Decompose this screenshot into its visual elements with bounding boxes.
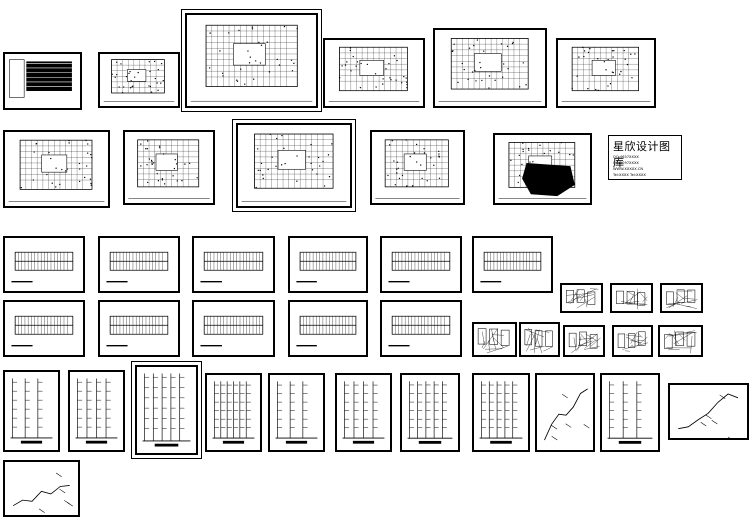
drawing-sheet-linework [106, 251, 169, 283]
drawing-sheet-linework [498, 141, 587, 199]
drawing-sheet[interactable] [560, 283, 603, 313]
drawing-sheet-linework [388, 315, 451, 347]
drawing-sheet-linework [212, 381, 255, 444]
drawing-sheet[interactable] [335, 373, 392, 452]
drawing-sheet[interactable] [288, 236, 368, 293]
drawing-sheet-linework [407, 381, 453, 444]
drawing-sheet[interactable] [98, 236, 180, 293]
drawing-sheet-linework [388, 251, 451, 283]
drawing-sheet-linework [328, 46, 420, 102]
drawing-sheet[interactable] [192, 300, 275, 357]
drawing-sheet[interactable] [380, 300, 462, 357]
drawing-sheet[interactable] [660, 283, 703, 313]
drawing-sheet[interactable] [472, 236, 553, 293]
drawing-sheet-linework [607, 381, 653, 444]
drawing-sheet[interactable] [535, 373, 595, 452]
drawing-sheet-linework [296, 315, 357, 347]
drawing-sheet[interactable] [205, 373, 262, 452]
drawing-sheet[interactable] [472, 373, 530, 452]
drawing-sheet-linework [616, 288, 648, 310]
drawing-sheet[interactable] [98, 300, 180, 357]
drawing-sheet[interactable] [3, 52, 82, 110]
drawing-sheet-linework [477, 328, 510, 354]
drawing-sheet-linework [544, 388, 590, 441]
drawing-sheet-linework [678, 393, 739, 438]
brand-contact-line-4: Tel:XXXX Tel:XXXX [613, 173, 646, 177]
drawing-sheet[interactable] [268, 373, 325, 452]
drawing-sheet[interactable] [131, 361, 202, 459]
brand-title-block: 星欣设计图库 QQ:4657XXXX QQ:9097XXXX WWW.XXXXX… [608, 135, 682, 180]
brand-title: 星欣设计图库 [613, 140, 671, 169]
drawing-sheet-linework [342, 381, 385, 444]
drawing-sheet-linework [142, 373, 191, 447]
drawing-sheet-linework [241, 133, 347, 202]
drawing-sheet-linework [568, 331, 601, 354]
drawing-sheet-linework [200, 251, 264, 283]
brand-contact-line-3: WWW.XXXXX.CN [613, 167, 644, 171]
drawing-sheet-linework [12, 472, 73, 513]
drawing-sheet[interactable] [493, 133, 592, 205]
drawing-sheet-linework [11, 251, 74, 283]
drawing-sheet-linework [8, 139, 105, 202]
drawing-sheet[interactable] [380, 236, 462, 293]
brand-contact-line-1: QQ:4657XXXX [613, 155, 639, 159]
drawing-sheet-linework [106, 315, 169, 347]
drawing-sheet-linework [561, 46, 651, 102]
drawing-sheet[interactable] [3, 236, 85, 293]
drawing-sheet-linework [11, 315, 74, 347]
drawing-sheet-linework [200, 315, 264, 347]
drawing-sheet[interactable] [668, 383, 749, 440]
drawing-sheet[interactable] [323, 38, 425, 108]
drawing-sheet[interactable] [3, 460, 80, 517]
drawing-sheet[interactable] [610, 283, 653, 313]
drawing-sheet-linework [190, 24, 313, 102]
drawing-sheet-linework [664, 330, 697, 354]
drawing-sheet-linework [566, 288, 599, 309]
drawing-sheet-linework [480, 251, 542, 283]
drawing-sheet[interactable] [600, 373, 660, 452]
drawing-sheet[interactable] [3, 300, 85, 357]
drawing-sheet[interactable] [3, 130, 110, 208]
drawing-sheet-linework [9, 59, 72, 98]
drawing-sheet[interactable] [658, 325, 703, 357]
drawing-sheet-linework [438, 38, 542, 102]
drawing-sheet-linework [479, 381, 523, 444]
drawing-sheet-linework [296, 251, 357, 283]
brand-contact-line-2: QQ:9097XXXX [613, 161, 639, 165]
drawing-sheet[interactable] [556, 38, 656, 108]
drawing-sheet[interactable] [68, 370, 125, 452]
drawing-sheet-linework [375, 139, 460, 199]
drawing-sheet-linework [524, 327, 553, 354]
drawing-sheet[interactable] [288, 300, 368, 357]
drawing-sheet[interactable] [433, 28, 547, 108]
drawing-sheet-linework [128, 139, 210, 199]
drawing-sheet[interactable] [472, 322, 517, 357]
drawing-sheet[interactable] [612, 325, 653, 357]
drawing-sheet-linework [10, 378, 53, 444]
drawing-sheet-linework [75, 378, 118, 444]
drawing-sheet[interactable] [370, 130, 465, 205]
drawing-sheet[interactable] [181, 9, 322, 112]
drawing-sheet[interactable] [98, 52, 180, 108]
drawing-sheet[interactable] [563, 325, 605, 357]
drawing-sheet[interactable] [192, 236, 275, 293]
drawing-sheet[interactable] [123, 130, 215, 205]
drawing-sheet[interactable] [3, 370, 60, 452]
drawing-sheet-linework [617, 331, 648, 352]
drawing-sheet[interactable] [232, 119, 356, 212]
drawing-sheet-linework [666, 289, 698, 309]
drawing-sheet-linework [103, 59, 175, 102]
drawing-sheet[interactable] [519, 322, 560, 357]
drawing-sheet[interactable] [400, 373, 460, 452]
drawing-sheet-linework [275, 381, 318, 444]
